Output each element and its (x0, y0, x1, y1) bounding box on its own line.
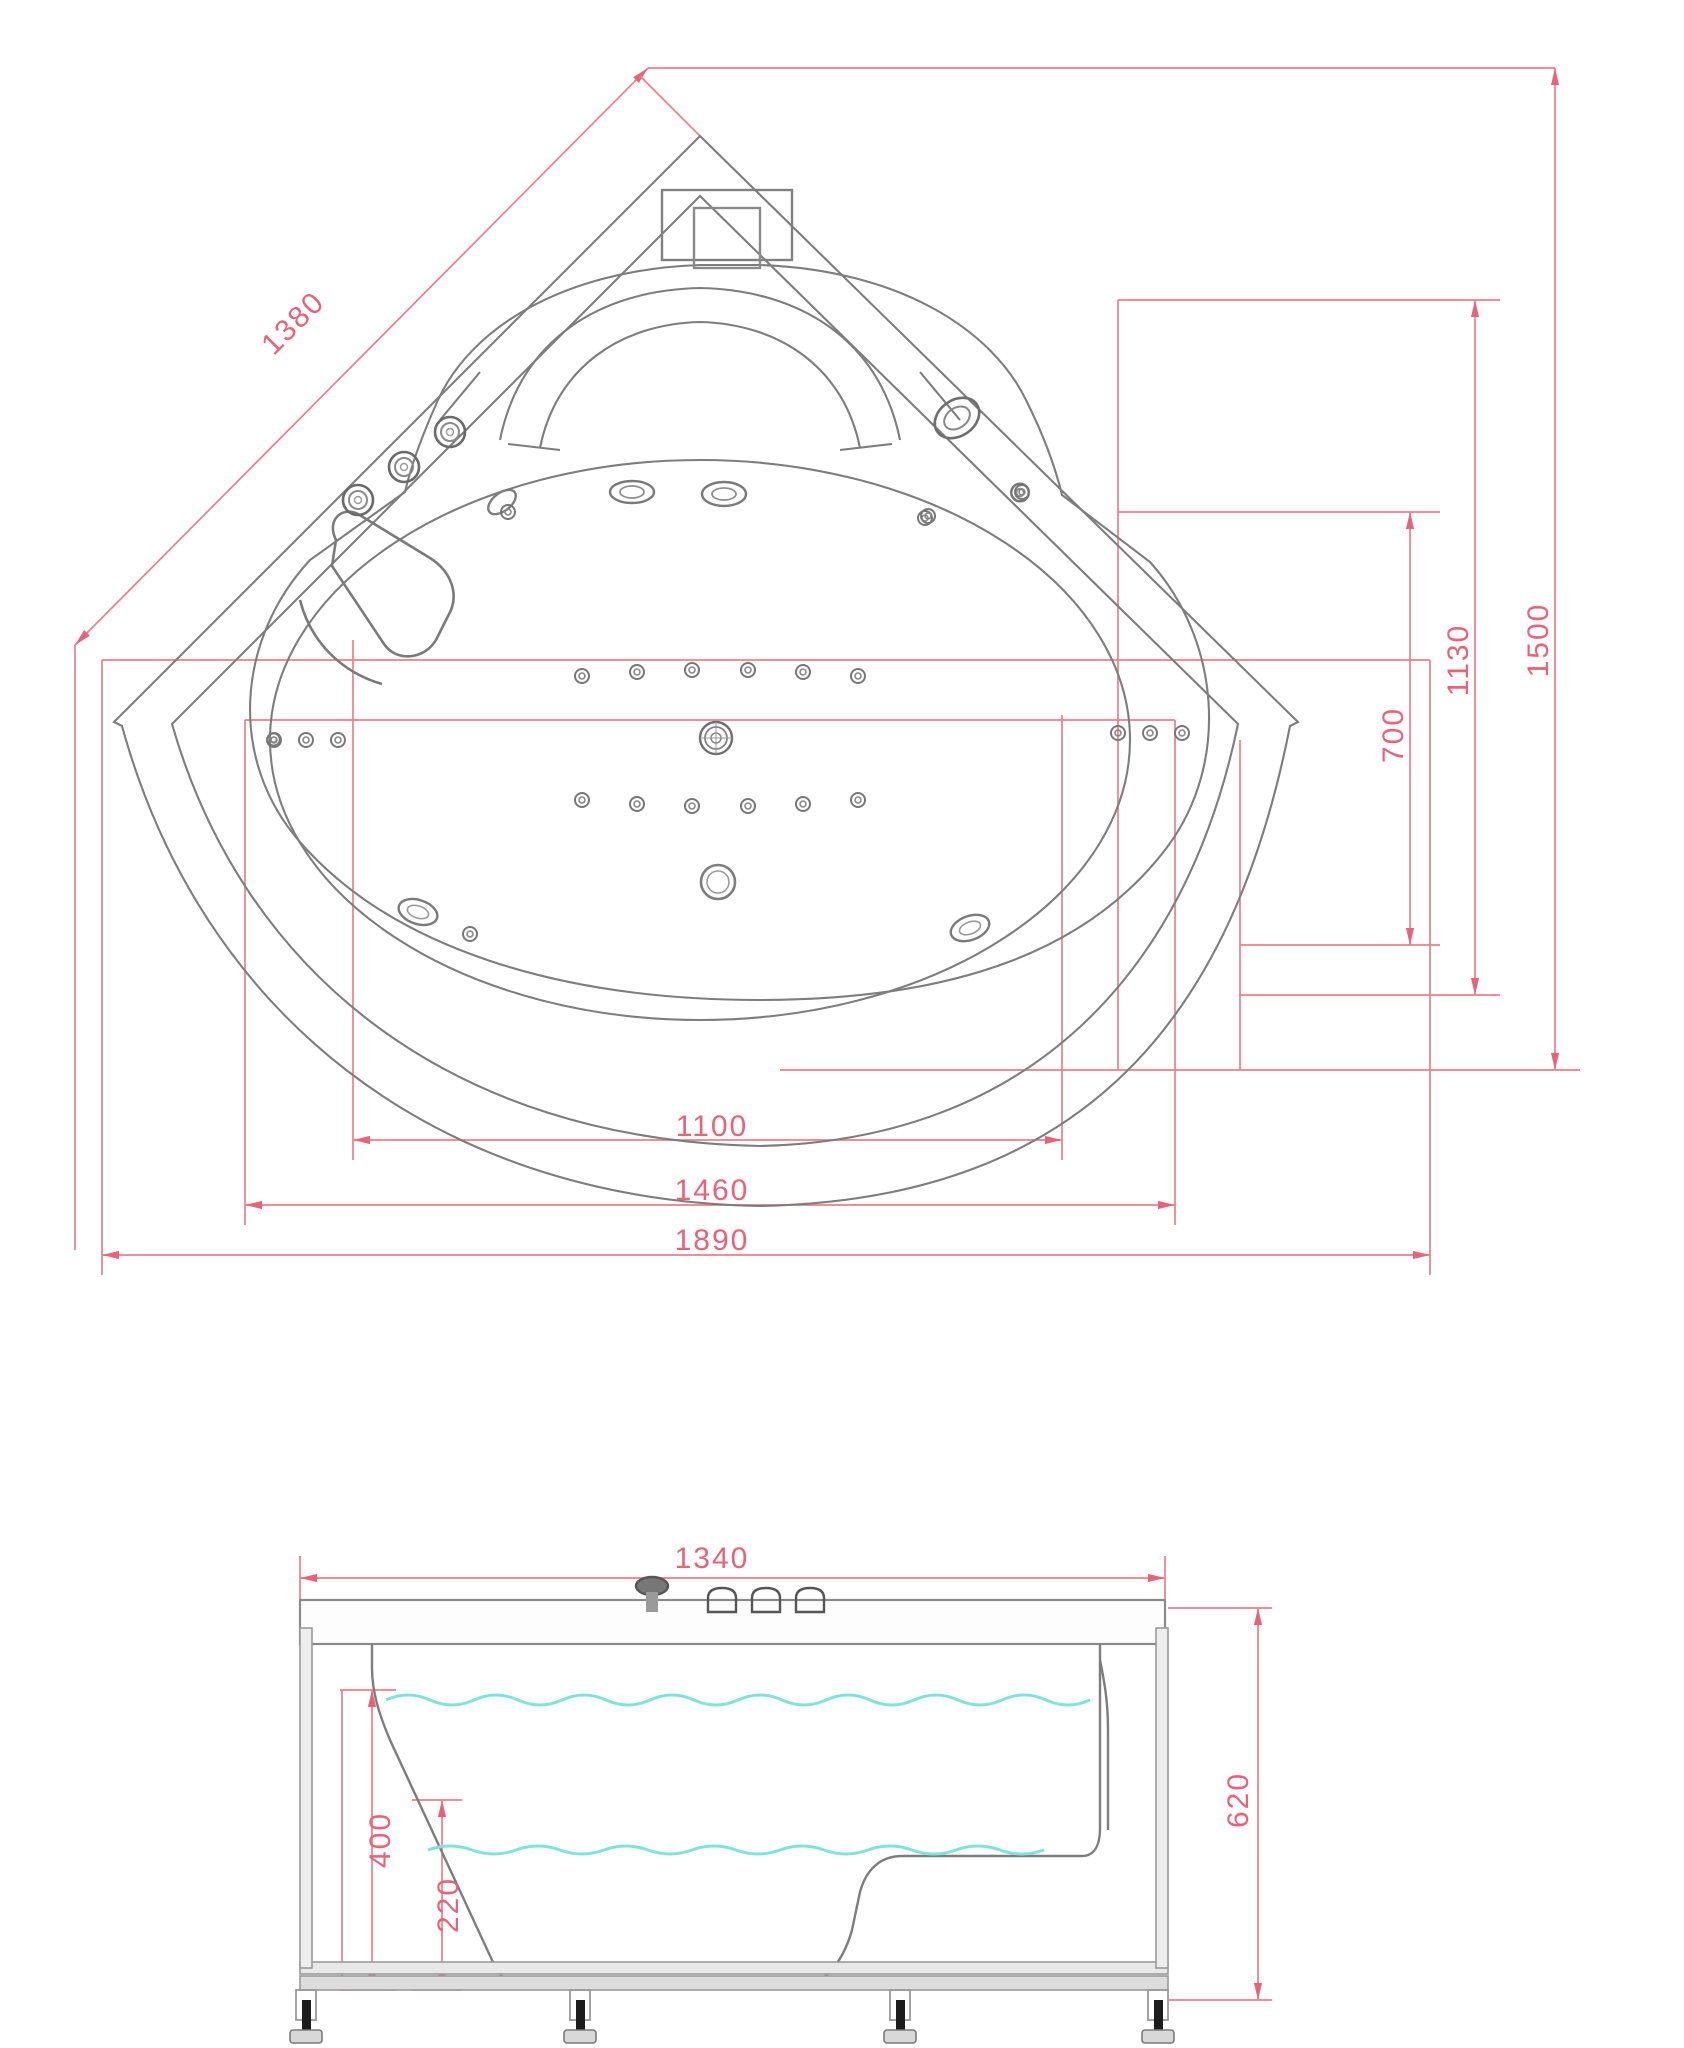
adjustable-leg-icon (883, 1989, 917, 2044)
jet-inner-icon (619, 485, 645, 499)
jet-nozzle-icon (462, 926, 478, 942)
water-level-line-lower (427, 1844, 1045, 1856)
faucet-spout-icon (298, 510, 455, 686)
control-knob-group-elevation (706, 1586, 826, 1614)
right-wall-jet-group (1110, 725, 1190, 741)
dimension-label-700: 700 (1377, 707, 1410, 763)
dimension-label-1130: 1130 (1442, 624, 1475, 697)
control-knob-icon[interactable] (341, 483, 375, 517)
dimension-label-1380: 1380 (255, 285, 331, 361)
jet-nozzle-icon (608, 479, 656, 505)
control-knob-icon[interactable] (750, 1586, 782, 1614)
water-level-group (385, 1693, 1091, 1856)
dimension-label-400: 400 (364, 1812, 397, 1868)
overflow-inner-icon (406, 904, 430, 920)
dimension-label-1500: 1500 (1522, 603, 1555, 678)
dimension-label-1460: 1460 (675, 1174, 750, 1207)
plan-dimension-lines (74, 67, 1580, 1275)
center-fitting-icon (698, 720, 734, 756)
dimension-label-1100: 1100 (676, 1110, 749, 1143)
adjustable-leg-icon (563, 1989, 597, 2044)
control-knob-icon[interactable] (433, 415, 467, 449)
left-wall-jet-group (266, 732, 346, 748)
dimension-label-1890: 1890 (675, 1224, 750, 1257)
support-frame (299, 1627, 1169, 1991)
jet-nozzle-icon (700, 480, 748, 508)
air-jet-row-upper (574, 662, 866, 684)
drain-icon (699, 863, 737, 901)
faucet-spout-icon (634, 1575, 670, 1612)
dimension-label-620: 620 (1222, 1772, 1255, 1828)
overflow-fitting-icon (397, 897, 439, 927)
jet-nozzle-icon (949, 913, 991, 943)
plan-view-group: 1380 1500 1130 700 1100 1460 1890 (74, 67, 1580, 1275)
tub-rim-slab (298, 1598, 1167, 1646)
jet-inner-icon (958, 920, 982, 936)
adjustable-leg-icon (289, 1989, 323, 2044)
control-knob-icon[interactable] (794, 1586, 826, 1614)
right-jet-group (917, 396, 1030, 526)
air-jet-row-lower (574, 792, 866, 814)
water-level-line-upper (385, 1693, 1091, 1707)
elevation-view-group: 1340 620 400 220 (289, 1542, 1272, 2044)
control-knob-icon[interactable] (387, 450, 421, 484)
headrest-panel (660, 188, 794, 270)
jet-inner-icon (711, 487, 737, 501)
adjustable-leg-icon (1141, 1989, 1175, 2044)
adjustable-leg-group (289, 1989, 1175, 2044)
control-knob-icon[interactable] (706, 1586, 738, 1614)
dimension-label-1340: 1340 (675, 1542, 750, 1575)
dimension-label-220: 220 (432, 1877, 465, 1933)
tub-outline (112, 134, 1300, 1208)
